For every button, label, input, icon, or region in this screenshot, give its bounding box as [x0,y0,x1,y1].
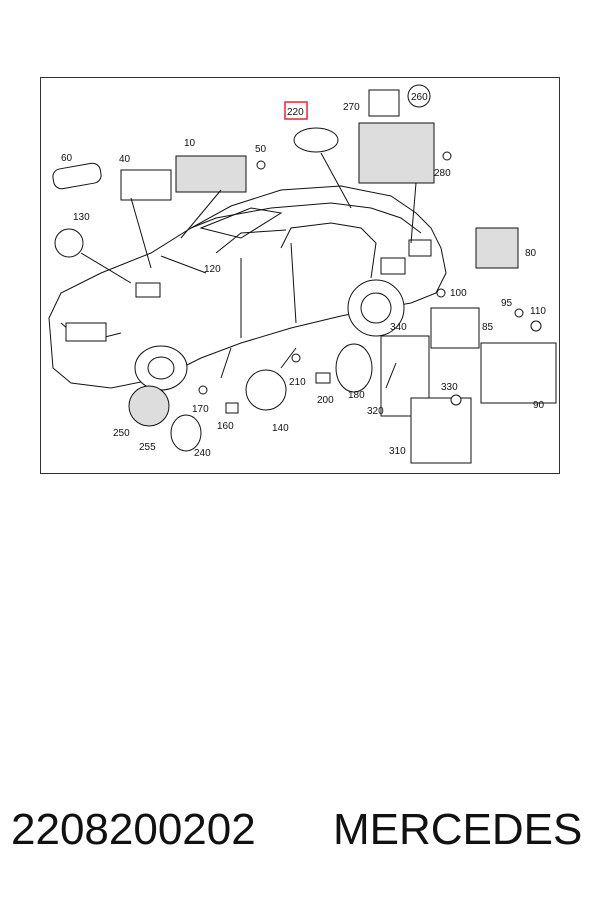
callout-label: 80 [525,248,537,259]
callout-circle [407,84,431,108]
callout-label: 220 [287,107,304,118]
callout-label: 95 [501,298,513,309]
callout-label: 310 [389,446,406,457]
car-illustration [48,185,447,391]
callout-label: 200 [317,395,334,406]
highlight-box [284,101,308,120]
callout-label: 170 [192,404,209,415]
callout-label: 240 [194,448,211,459]
callout-label: 40 [119,154,131,165]
leader-lines [80,152,417,389]
callout-label: 255 [139,442,156,453]
callout-label: 120 [204,264,221,275]
callout-label: 340 [390,322,407,333]
callout-label: 250 [113,428,130,439]
callout-label: 260 [411,92,428,103]
callout-label: 270 [343,102,360,113]
callout-label: 60 [61,153,73,164]
callout-label: 140 [272,423,289,434]
callout-label: 130 [73,212,90,223]
callout-label: 280 [434,168,451,179]
callout-label: 10 [184,138,196,149]
callout-label: 160 [217,421,234,432]
callout-label: 90 [533,400,545,411]
callout-label: 85 [482,322,494,333]
brand-text: MERCEDES [333,805,583,854]
callout-label: 210 [289,377,306,388]
callout-label: 320 [367,406,384,417]
callout-label: 330 [441,382,458,393]
component-parts [52,89,557,464]
callout-label: 180 [348,390,365,401]
callout-label: 100 [450,288,467,299]
callout-label: 50 [255,144,267,155]
parts-diagram: 220 270 260 280 10 50 60 40 130 120 80 1… [40,77,560,474]
part-number-text: 2208200202 [11,805,256,854]
callout-label: 110 [530,306,546,317]
parts-diagram-svg: 220 270 260 280 10 50 60 40 130 120 80 1… [48,84,557,464]
